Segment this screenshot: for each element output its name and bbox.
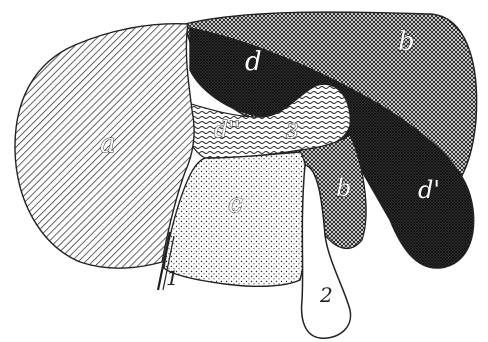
label-d: d [245,47,262,77]
label-b-top: b [398,27,415,57]
label-2: 2 [319,283,333,307]
label-d-double-prime: d'' [214,118,240,143]
label-b-middle: b [336,174,351,202]
label-a: a [100,129,116,159]
label-1: 1 [166,266,179,290]
label-3: 3 [286,119,299,143]
label-d-prime: d' [418,176,440,204]
region-c [164,152,315,286]
label-c: c [228,189,243,219]
